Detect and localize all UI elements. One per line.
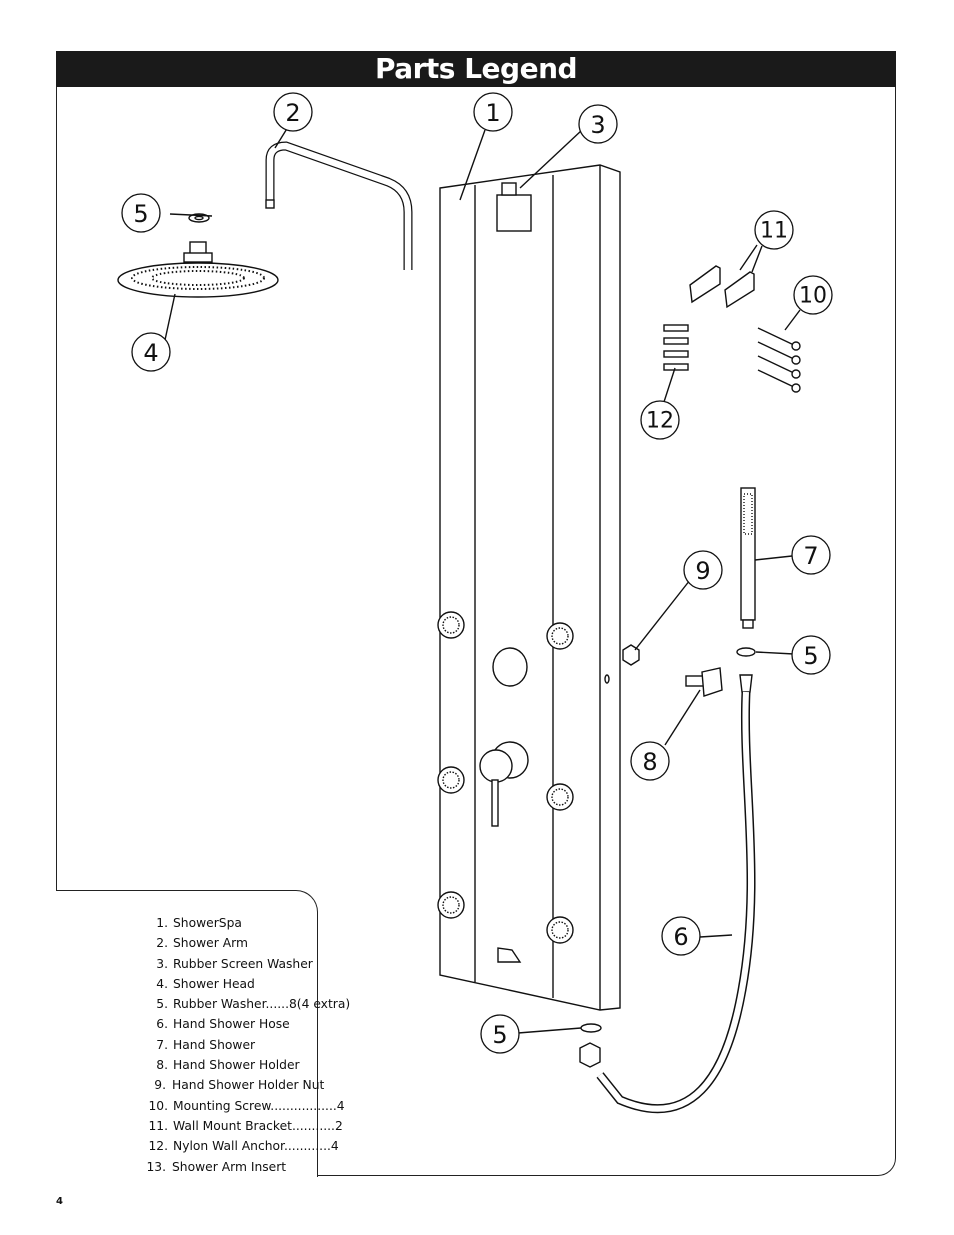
wall-anchor-drawing <box>663 324 689 371</box>
callout-5-top-label: 5 <box>133 200 148 228</box>
callout-8 <box>630 741 670 781</box>
callout-1-label: 1 <box>485 99 500 127</box>
callout-5-right <box>791 635 831 675</box>
callout-3-label: 3 <box>590 111 605 139</box>
callout-11 <box>754 210 794 250</box>
callout-9-label: 9 <box>695 557 710 585</box>
callout-12-label: 12 <box>646 409 674 434</box>
legend-item: 9.Hand Shower Holder Nut <box>154 1078 325 1093</box>
body-jet-drawing <box>437 611 574 944</box>
parts-legend-box: 1.ShowerSpa 2.Shower Arm 3.Rubber Screen… <box>56 890 351 1177</box>
callout-1 <box>473 92 513 132</box>
callout-5-top <box>121 193 161 233</box>
callout-10-label: 10 <box>799 284 827 309</box>
callout-2-label: 2 <box>285 99 300 127</box>
parts-legend-list: 1.ShowerSpa 2.Shower Arm 3.Rubber Screen… <box>56 913 351 1177</box>
callout-2 <box>273 92 313 132</box>
callout-12 <box>640 400 680 440</box>
title-bar: Parts Legend <box>56 51 896 87</box>
legend-item: 7.Hand Shower <box>156 1037 256 1052</box>
legend-item: 1.ShowerSpa <box>156 916 242 930</box>
callout-4 <box>131 332 171 372</box>
callout-9 <box>683 550 723 590</box>
shower-head-drawing <box>117 241 279 298</box>
legend-item: 3.Rubber Screen Washer <box>156 956 313 971</box>
legend-item: 13.Shower Arm Insert <box>146 1159 287 1174</box>
legend-item: 2.Shower Arm <box>156 936 248 951</box>
page-title: Parts Legend <box>374 52 578 85</box>
callout-7 <box>791 535 831 575</box>
legend-item: 6.Hand Shower Hose <box>156 1017 290 1032</box>
hand-shower-drawing <box>740 487 756 629</box>
shower-arm-drawing <box>265 141 413 270</box>
legend-item: 10.Mounting Screw.................4 <box>148 1098 345 1113</box>
page-number: 4 <box>56 1196 63 1207</box>
callout-10 <box>793 275 833 315</box>
legend-item: 12.Nylon Wall Anchor............4 <box>148 1139 339 1154</box>
hose-drawing <box>579 674 756 1114</box>
shower-panel-drawing <box>437 164 621 1011</box>
callout-3 <box>578 104 618 144</box>
callout-5-bottom <box>480 1014 520 1054</box>
hand-shower-holder-drawing <box>685 667 723 697</box>
legend-item: 5.Rubber Washer......8(4 extra) <box>156 997 351 1012</box>
wall-bracket-drawing <box>689 265 755 309</box>
legend-item: 4.Shower Head <box>156 976 255 991</box>
callout-5-right-label: 5 <box>803 642 818 670</box>
legend-item: 11.Wall Mount Bracket...........2 <box>148 1118 343 1133</box>
callout-7-label: 7 <box>803 542 818 570</box>
callout-6-label: 6 <box>673 923 688 951</box>
callout-8-label: 8 <box>642 748 657 776</box>
callout-5-bottom-label: 5 <box>492 1021 507 1049</box>
callout-6 <box>661 916 701 956</box>
legend-item: 8.Hand Shower Holder <box>156 1058 300 1073</box>
callout-4-label: 4 <box>143 339 158 367</box>
callout-11-label: 11 <box>760 219 788 244</box>
mounting-screw-drawing <box>757 327 801 393</box>
